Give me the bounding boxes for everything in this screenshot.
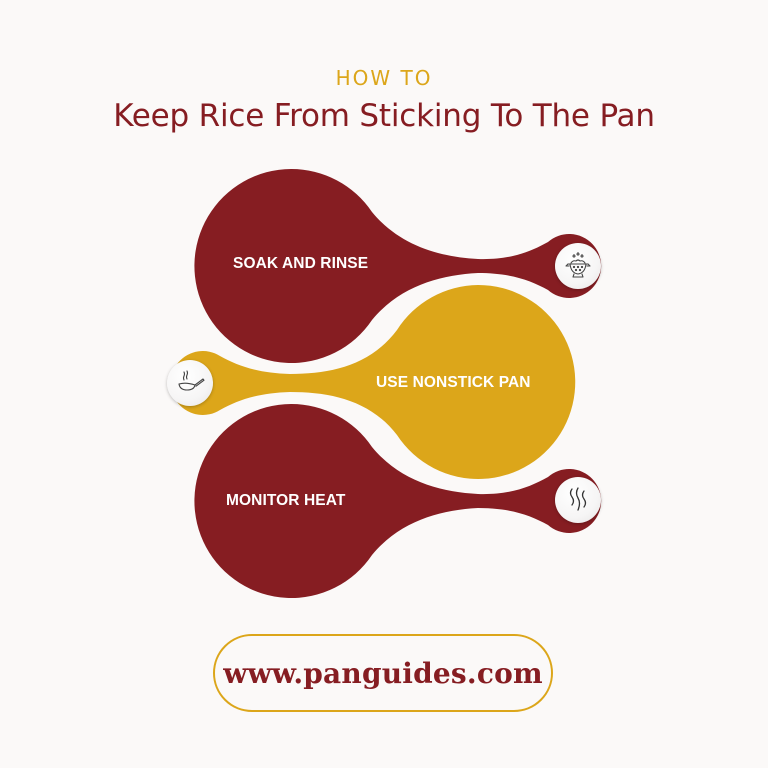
website-url: www.panguides.com bbox=[223, 656, 543, 690]
step-1-shape bbox=[194, 168, 602, 363]
eyebrow-heading: HOW TO bbox=[335, 66, 433, 90]
heat-waves-icon bbox=[555, 477, 601, 523]
step-2-shape bbox=[170, 284, 576, 479]
step-1-label: SOAK AND RINSE bbox=[233, 255, 369, 272]
step-2-label: USE NONSTICK PAN bbox=[376, 374, 531, 391]
colander-rinse-icon bbox=[555, 243, 601, 289]
website-link-button[interactable]: www.panguides.com bbox=[213, 634, 553, 712]
step-3-shape bbox=[194, 403, 602, 598]
page-title: Keep Rice From Sticking To The Pan bbox=[113, 98, 655, 134]
step-3-label: MONITOR HEAT bbox=[226, 492, 346, 509]
frying-pan-icon bbox=[167, 360, 213, 406]
